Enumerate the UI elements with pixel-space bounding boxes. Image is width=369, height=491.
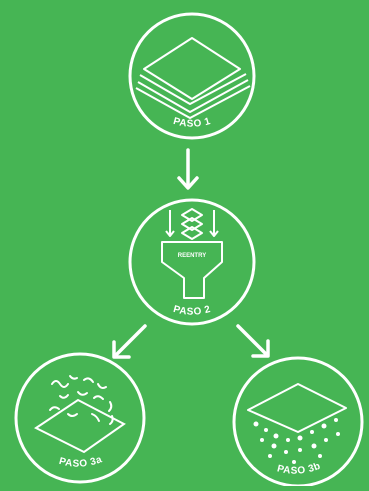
step-2-node: REENTRY PASO 2 [128, 198, 256, 326]
step-1-label: PASO 1 [172, 116, 212, 130]
step-3a-label: PASO 3a [58, 454, 104, 470]
stacked-layers-icon [135, 37, 251, 119]
fibers-on-layer-icon [34, 375, 126, 454]
arrow-down-icon [177, 148, 199, 190]
arrow-down-left-icon [112, 324, 147, 359]
step-2-label: PASO 2 [172, 304, 212, 318]
arrow-down-right-icon [236, 324, 270, 358]
step-3b-node: PASO 3b [232, 356, 364, 488]
step-2-inner-label: REENTRY [178, 253, 206, 259]
step-2-circle [128, 198, 256, 326]
step-1-node: PASO 1 [128, 12, 256, 140]
step-1-circle [128, 12, 256, 140]
step-3a-node: PASO 3a [14, 352, 146, 484]
pellets-layer-icon [247, 383, 347, 464]
step-3b-label: PASO 3b [276, 461, 323, 477]
step-3a-circle [14, 352, 146, 484]
funnel-icon [161, 208, 223, 299]
